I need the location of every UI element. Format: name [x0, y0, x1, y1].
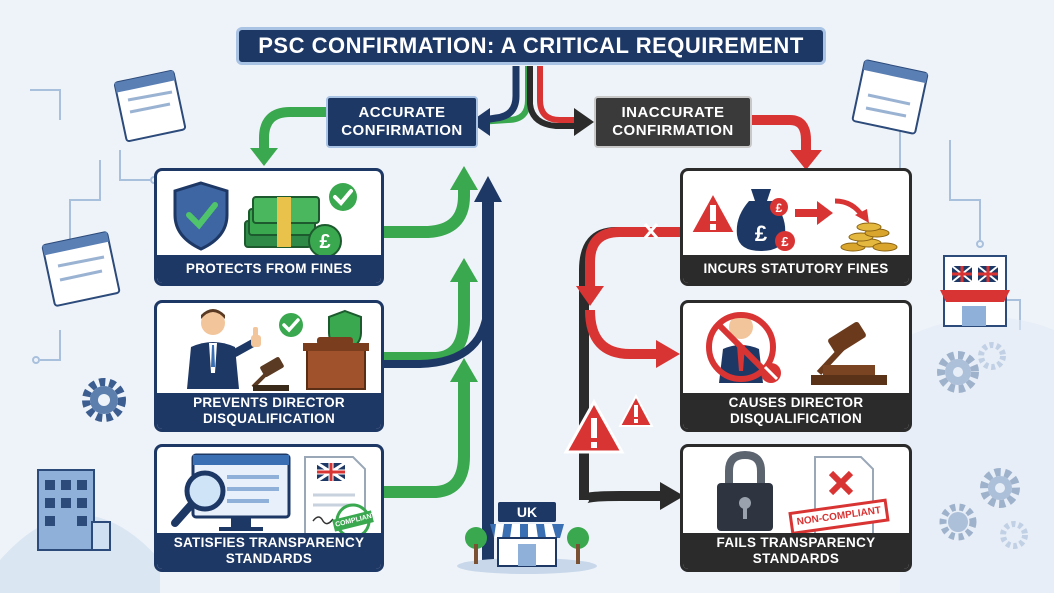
card-incurs-statutory-fines: £ £ £ INCURS STATUTORY FINE — [680, 168, 912, 286]
arrow-right-icon — [795, 201, 833, 225]
coins-icon — [834, 198, 898, 252]
card-art: £ — [173, 181, 357, 258]
svg-text:£: £ — [781, 234, 789, 249]
card-causes-director-disqualification: CAUSES DIRECTOR DISQUALIFICATION — [680, 300, 912, 432]
card-prevents-director-disqualification: PREVENTS DIRECTOR DISQUALIFICATION — [154, 300, 384, 432]
card-label: PROTECTS FROM FINES — [157, 255, 381, 283]
card-art — [717, 450, 890, 536]
card-art: £ £ £ — [689, 189, 898, 252]
warning-icon — [689, 190, 737, 234]
browser-window-icon — [41, 231, 121, 307]
padlock-icon — [717, 450, 773, 531]
banknotes-icon — [244, 196, 320, 248]
pound-coin-icon: £ £ — [770, 198, 795, 251]
shield-check-icon — [173, 181, 229, 251]
x-mark-icon — [643, 223, 659, 239]
non-compliant-stamp-icon — [788, 498, 890, 535]
inaccurate-confirmation-label: INACCURATE CONFIRMATION — [594, 96, 752, 148]
storefront-icon — [457, 502, 597, 574]
browser-window-icon — [851, 59, 929, 135]
accurate-confirmation-label: ACCURATE CONFIRMATION — [326, 96, 478, 148]
card-label: PREVENTS DIRECTOR DISQUALIFICATION — [157, 393, 381, 429]
magnifier-icon — [171, 470, 226, 527]
uk-building-icon — [900, 255, 1054, 593]
pound-coin-icon: £ — [308, 224, 342, 258]
card-protects-from-fines: £ PROTECTS FROM FINES — [154, 168, 384, 286]
card-label: FAILS TRANSPARENCY STANDARDS — [683, 533, 909, 569]
shop-sign: UK — [516, 504, 538, 520]
card-art — [171, 453, 374, 539]
compliant-stamp-icon — [332, 503, 374, 539]
warning-icon — [563, 398, 625, 454]
card-satisfies-transparency-standards: COMPLIANT SATISFIES TRANSPARENCY STANDAR… — [154, 444, 384, 572]
svg-text:£: £ — [319, 231, 330, 253]
checkmark-icon — [279, 313, 303, 337]
warning-icon — [618, 393, 654, 427]
gavel-icon — [811, 321, 887, 385]
card-label: INCURS STATUTORY FINES — [683, 255, 909, 283]
page-title: PSC CONFIRMATION: A CRITICAL REQUIREMENT — [236, 27, 826, 65]
card-art — [187, 309, 369, 391]
card-art — [706, 312, 887, 385]
uk-flag-icon — [316, 461, 346, 483]
businessman-icon — [187, 309, 257, 389]
gavel-icon — [251, 337, 369, 391]
checkmark-icon — [329, 183, 357, 211]
card-label: CAUSES DIRECTOR DISQUALIFICATION — [683, 393, 909, 429]
svg-text:£: £ — [755, 221, 768, 246]
svg-text:£: £ — [776, 201, 783, 215]
browser-window-icon — [113, 69, 187, 143]
office-building-icon — [0, 469, 160, 593]
no-person-icon — [706, 312, 781, 383]
thumbs-up-icon — [251, 327, 261, 347]
card-label: SATISFIES TRANSPARENCY STANDARDS — [157, 533, 381, 569]
card-fails-transparency-standards: NON-COMPLIANT FAILS TRANSPARENCY STANDAR… — [680, 444, 912, 572]
gear-icon — [82, 378, 126, 422]
